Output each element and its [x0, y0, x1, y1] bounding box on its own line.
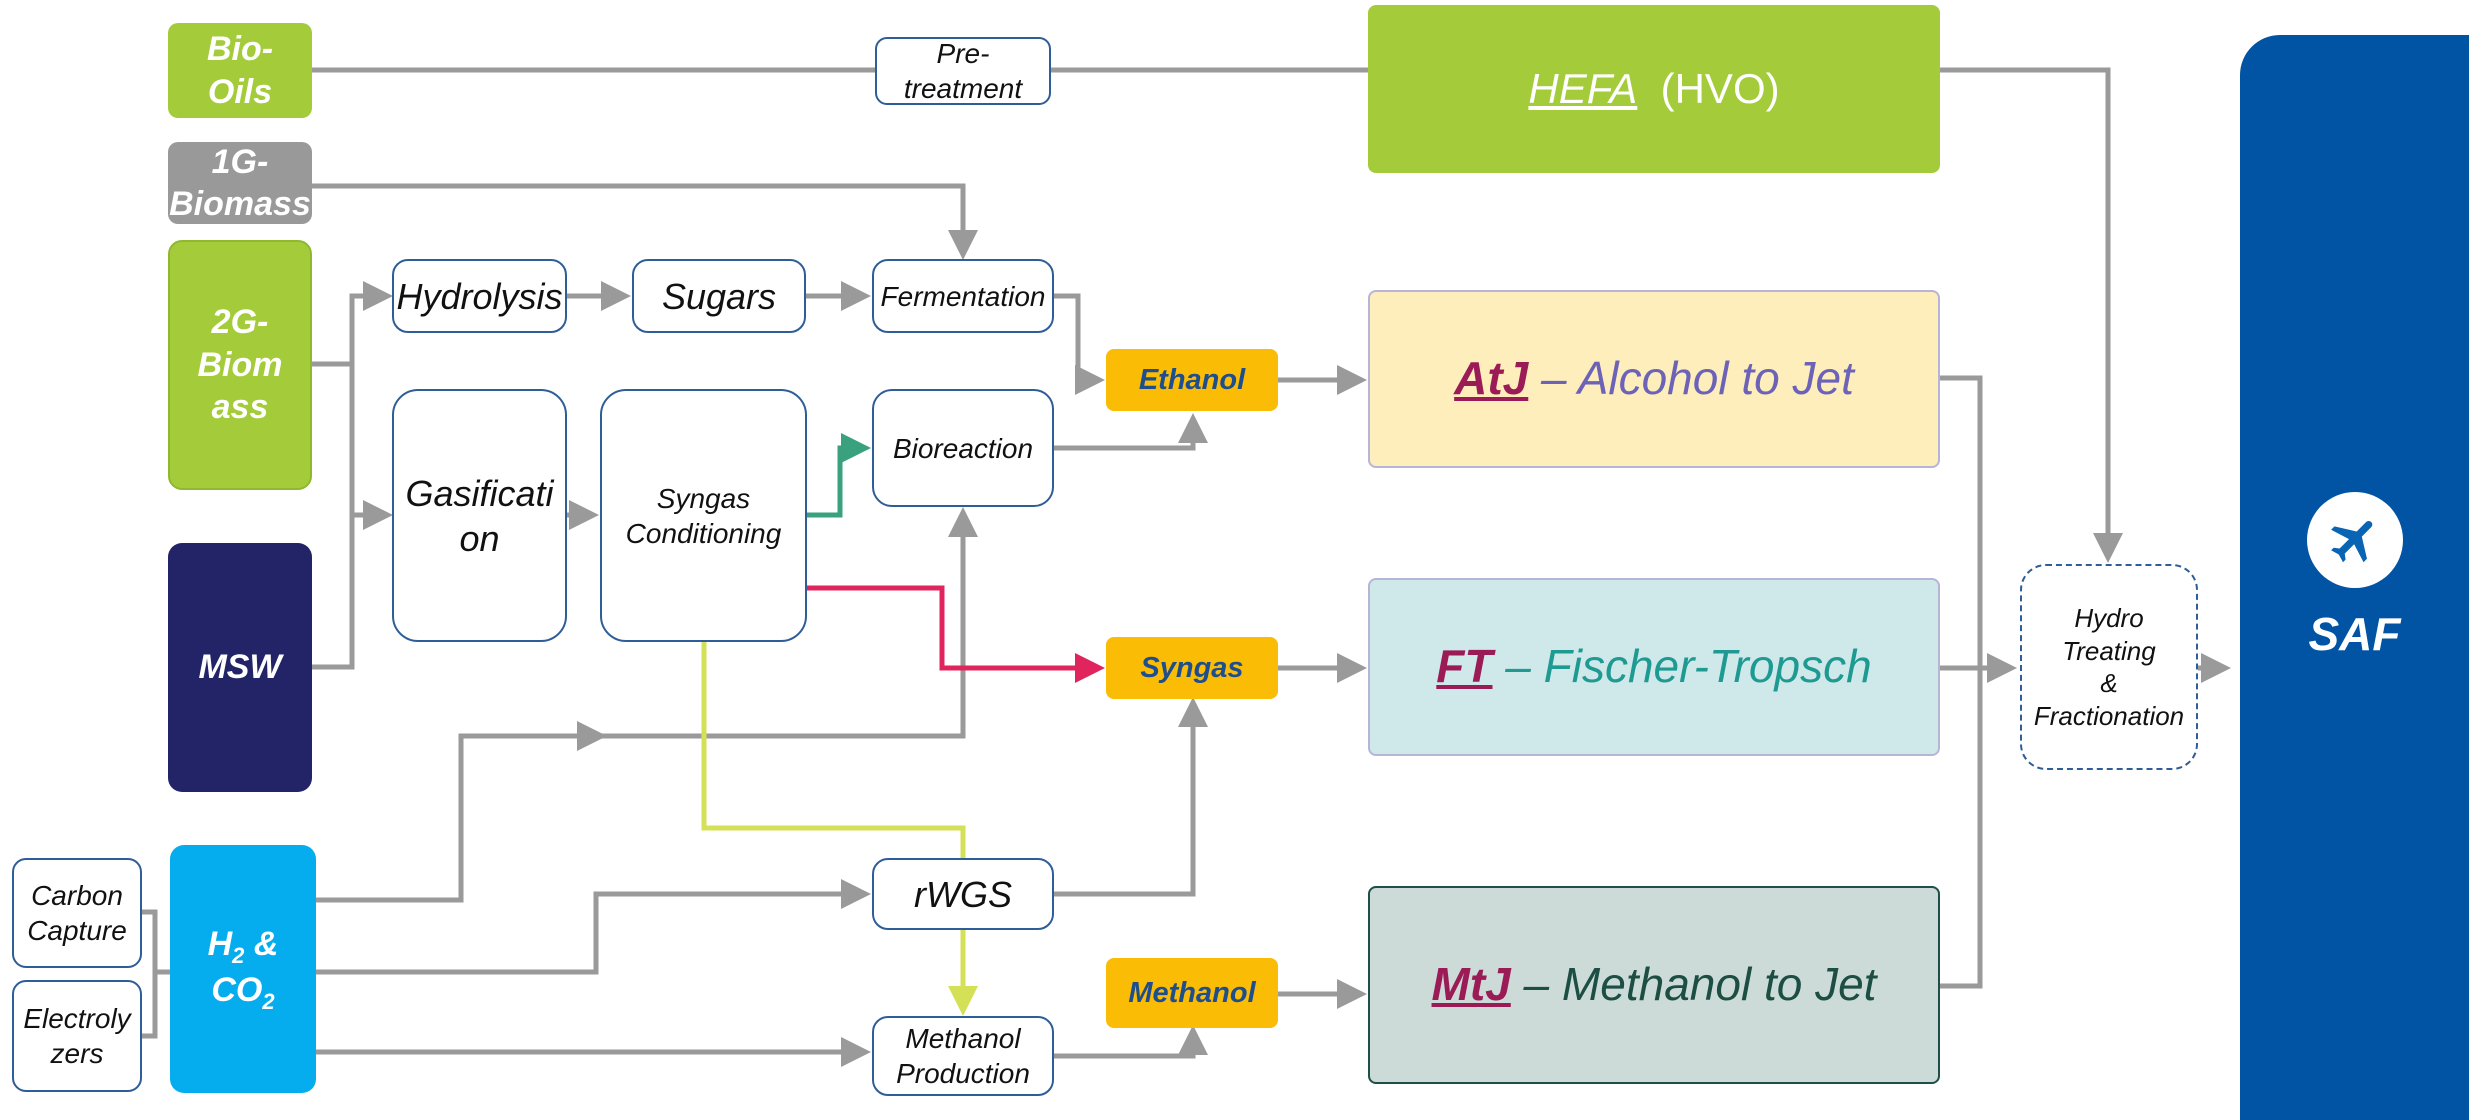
syngas-intermediate: Syngas [1106, 637, 1278, 699]
methanol-production-box: Methanol Production [872, 1016, 1054, 1096]
mtj-pathway: MtJ – Methanol to Jet [1368, 886, 1940, 1084]
ethanol-intermediate: Ethanol [1106, 349, 1278, 411]
arrow-h2-rwgs [316, 879, 871, 975]
arrow-conditioning-bioreaction [807, 433, 871, 518]
methanol-intermediate: Methanol [1106, 958, 1278, 1028]
hefa-pathway: HEFA (HVO) [1368, 5, 1940, 173]
biomass-1g-source: 1G- Biomass [168, 142, 312, 224]
saf-panel: SAF [2240, 35, 2469, 1120]
hydrotreating-box: Hydro Treating & Fractionation [2020, 564, 2198, 770]
electrolyzers-box: Electroly zers [12, 980, 142, 1092]
arrow-msw-gasification [312, 515, 355, 670]
mtj-abbr: MtJ [1431, 958, 1511, 1011]
atj-name: – Alcohol to Jet [1528, 352, 1854, 405]
h2-co2-source: H2 & CO2 [170, 845, 316, 1093]
ft-pathway: FT – Fischer-Tropsch [1368, 578, 1940, 756]
bioreaction-box: Bioreaction [872, 389, 1054, 507]
arrow-methanolprod-methanol [1054, 1025, 1208, 1059]
airplane-icon [2306, 491, 2403, 588]
arrow-bioreaction-ethanol [1054, 413, 1208, 451]
arrow-conditioning-rwgs [701, 642, 966, 858]
atj-pathway: AtJ – Alcohol to Jet [1368, 290, 1940, 468]
hefa-name: (HVO) [1637, 64, 1780, 112]
arrow-conditioning-syngas [807, 585, 1105, 683]
co2-label: CO2 [211, 971, 275, 1014]
h2-label: H2 & [207, 924, 279, 968]
gasification-box: Gasificati on [392, 389, 567, 642]
arrow-fermentation-ethanol [1054, 293, 1105, 395]
arrow-2g-hydrolysis [312, 281, 393, 367]
msw-source: MSW [168, 543, 312, 792]
mtj-name: – Methanol to Jet [1510, 958, 1877, 1011]
hydrolysis-box: Hydrolysis [392, 259, 567, 333]
arrow-rwgs-syngas [1054, 697, 1208, 897]
bio-oils-source: Bio- Oils [168, 23, 312, 118]
ft-abbr: FT [1436, 640, 1493, 693]
arrow-2g-gasification [349, 364, 393, 530]
arrow-hefa-hydrotreating [1940, 67, 2123, 563]
fermentation-box: Fermentation [872, 259, 1054, 333]
arrow-cc-h2 [142, 909, 158, 1039]
arrow-atj-hydrotreating [1940, 375, 1983, 989]
hefa-abbr: HEFA [1528, 64, 1638, 112]
saf-label: SAF [2308, 607, 2401, 660]
sugars-box: Sugars [632, 259, 806, 333]
syngas-conditioning-box: Syngas Conditioning [600, 389, 807, 642]
biomass-2g-source: 2G- Biom ass [168, 240, 312, 490]
ft-name: – Fischer-Tropsch [1492, 640, 1872, 693]
pretreatment-box: Pre- treatment [875, 37, 1051, 105]
atj-abbr: AtJ [1454, 352, 1529, 405]
arrow-1g-fermentation [312, 183, 978, 260]
rwgs-box: rWGS [872, 858, 1054, 930]
carbon-capture-box: Carbon Capture [12, 858, 142, 968]
